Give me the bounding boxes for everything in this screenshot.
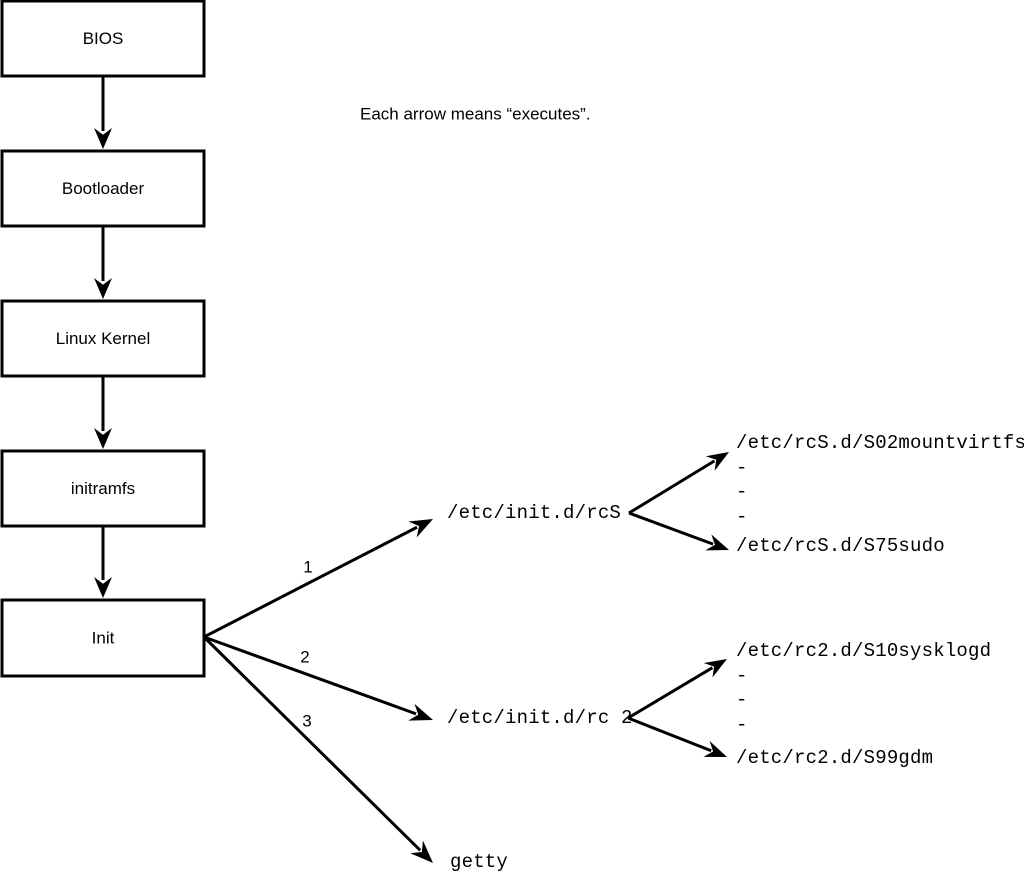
- subtree-line-rcS-first-arrow: [628, 459, 716, 515]
- subtree-arrowhead-rc2-first-arrow: [703, 659, 727, 678]
- subtree-ellipsis-rcS-subtree-2: -: [736, 481, 747, 503]
- box-rect-initramfs: [0, 449, 206, 528]
- subtree-line-rcS-last-arrow: [628, 511, 714, 546]
- subtree-line-rc2-last-arrow: [627, 716, 712, 753]
- branch-arrowhead-branch-3: [410, 840, 433, 863]
- box-label-initramfs: initramfs: [71, 479, 135, 498]
- subtree-arrowhead-rcS-last-arrow: [705, 534, 729, 551]
- subtree-line-rc2-first-arrow: [627, 666, 714, 720]
- subtree-path-label-rcS-subtree-4: /etc/rcS.d/S75sudo: [736, 535, 945, 557]
- branch-label-branch-1: /etc/init.d/rcS: [447, 502, 621, 524]
- process-box-init: Init: [0, 598, 206, 678]
- branch-line-branch-3: [202, 635, 422, 852]
- box-label-bootloader: Bootloader: [62, 179, 145, 198]
- subtree-ellipsis-rcS-subtree-3: -: [736, 506, 747, 528]
- subtree-rc2-subtree: /etc/rc2.d/S10sysklogd---/etc/rc2.d/S99g…: [627, 640, 991, 769]
- branch-label-branch-3: getty: [450, 851, 508, 873]
- diagram-caption: Each arrow means “executes”.: [360, 104, 591, 123]
- arrowhead-bootloader-to-kernel: [94, 278, 112, 299]
- edge-bios-to-bootloader: [94, 76, 112, 149]
- branch-line-branch-2: [203, 635, 417, 716]
- edge-kernel-to-initramfs: [94, 376, 112, 449]
- branch-arrowhead-branch-2: [408, 703, 433, 721]
- subtree-arrowhead-rc2-last-arrow: [703, 741, 727, 757]
- branch-number-branch-1: 1: [303, 557, 312, 576]
- subtree-rcS-subtree: /etc/rcS.d/S02mountvirtfs---/etc/rcS.d/S…: [628, 432, 1024, 557]
- branch-branch-3: 3 getty: [202, 635, 508, 873]
- edge-bootloader-to-kernel: [94, 226, 112, 299]
- box-label-init: Init: [92, 628, 115, 647]
- subtree-arrowhead-rcS-first-arrow: [705, 452, 729, 471]
- box-label-kernel: Linux Kernel: [56, 329, 151, 348]
- box-rect-kernel: [0, 299, 206, 378]
- branch-branch-2: 2/etc/init.d/rc 2: [203, 635, 633, 729]
- branch-arrowhead-branch-1: [408, 519, 433, 538]
- subtree-path-label-rc2-subtree-0: /etc/rc2.d/S10sysklogd: [736, 640, 991, 662]
- subtree-path-label-rc2-subtree-4: /etc/rc2.d/S99gdm: [736, 747, 933, 769]
- runlevel-subtrees-layer: /etc/rcS.d/S02mountvirtfs---/etc/rcS.d/S…: [627, 432, 1024, 769]
- arrowhead-initramfs-to-init: [94, 577, 112, 598]
- subtree-ellipsis-rcS-subtree-1: -: [736, 457, 747, 479]
- branch-line-branch-1: [203, 525, 418, 639]
- process-box-bootloader: Bootloader: [0, 149, 206, 228]
- branch-number-branch-3: 3: [302, 711, 311, 730]
- subtree-ellipsis-rc2-subtree-2: -: [736, 689, 747, 711]
- branch-branch-1: 1/etc/init.d/rcS: [203, 502, 621, 639]
- branch-label-branch-2: /etc/init.d/rc 2: [447, 707, 633, 729]
- process-box-initramfs: initramfs: [0, 449, 206, 528]
- box-label-bios: BIOS: [83, 29, 124, 48]
- process-box-kernel: Linux Kernel: [0, 299, 206, 378]
- subtree-ellipsis-rc2-subtree-3: -: [736, 714, 747, 736]
- branch-number-branch-2: 2: [300, 647, 309, 666]
- arrowhead-bios-to-bootloader: [94, 128, 112, 149]
- subtree-ellipsis-rc2-subtree-1: -: [736, 665, 747, 687]
- box-rect-init: [0, 598, 206, 678]
- box-rect-bios: [0, 0, 206, 78]
- subtree-path-label-rcS-subtree-0: /etc/rcS.d/S02mountvirtfs: [736, 432, 1024, 454]
- edge-initramfs-to-init: [94, 526, 112, 598]
- process-box-bios: BIOS: [0, 0, 206, 78]
- vertical-edges-layer: [94, 76, 112, 598]
- arrowhead-kernel-to-initramfs: [94, 428, 112, 449]
